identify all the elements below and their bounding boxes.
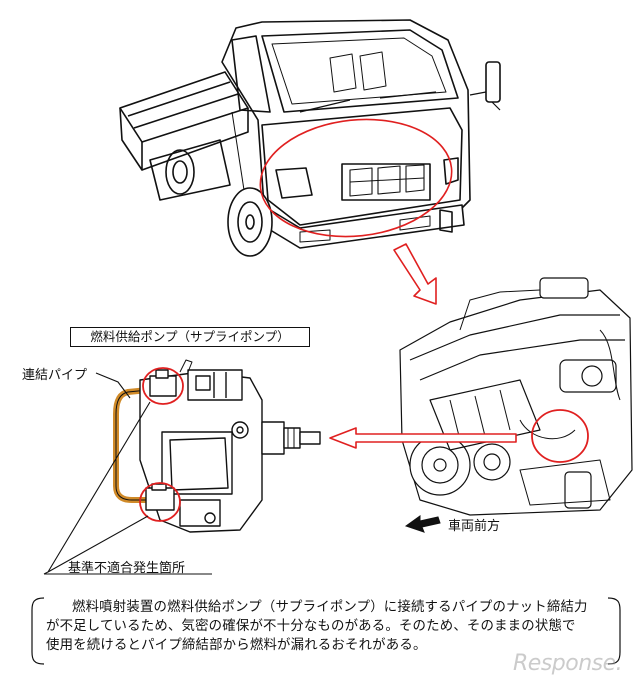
left-arrow <box>329 427 517 449</box>
pump-title: 燃料供給ポンプ（サプライポンプ） <box>70 327 310 347</box>
description-bracket-left <box>31 597 45 665</box>
lower-fitting-highlight <box>139 482 181 522</box>
description-line: が不足しているため、気密の確保が不十分なものがある。そのため、そのままの状態で <box>46 619 576 634</box>
down-arrow <box>393 243 437 305</box>
upper-fitting-highlight <box>142 367 184 405</box>
truck-front-highlight <box>259 118 453 238</box>
nonconformity-location-label: 基準不適合発生箇所 <box>68 561 186 576</box>
connecting-pipe-label: 連結パイプ <box>22 368 88 383</box>
pipe-leader-line <box>95 372 131 399</box>
supply-pump-illustration <box>113 359 321 533</box>
description-line: 燃料噴射装置の燃料供給ポンプ（サプライポンプ）に接続するパイプのナット締結力 <box>72 600 588 615</box>
engine-illustration <box>399 277 633 516</box>
vehicle-front-arrow <box>404 515 441 533</box>
description-text: 燃料噴射装置の燃料供給ポンプ（サプライポンプ）に接続するパイプのナット締結力 が… <box>46 598 612 655</box>
engine-pump-highlight <box>531 409 589 463</box>
vehicle-front-label: 車両前方 <box>448 519 501 534</box>
description-bracket-right <box>607 597 621 665</box>
truck-illustration <box>119 19 501 257</box>
description-line: 使用を続けるとパイプ締結部から燃料が漏れるおそれがある。 <box>46 638 427 653</box>
nonconformity-leader-line <box>43 401 151 575</box>
watermark-logo: Response. <box>513 651 623 676</box>
